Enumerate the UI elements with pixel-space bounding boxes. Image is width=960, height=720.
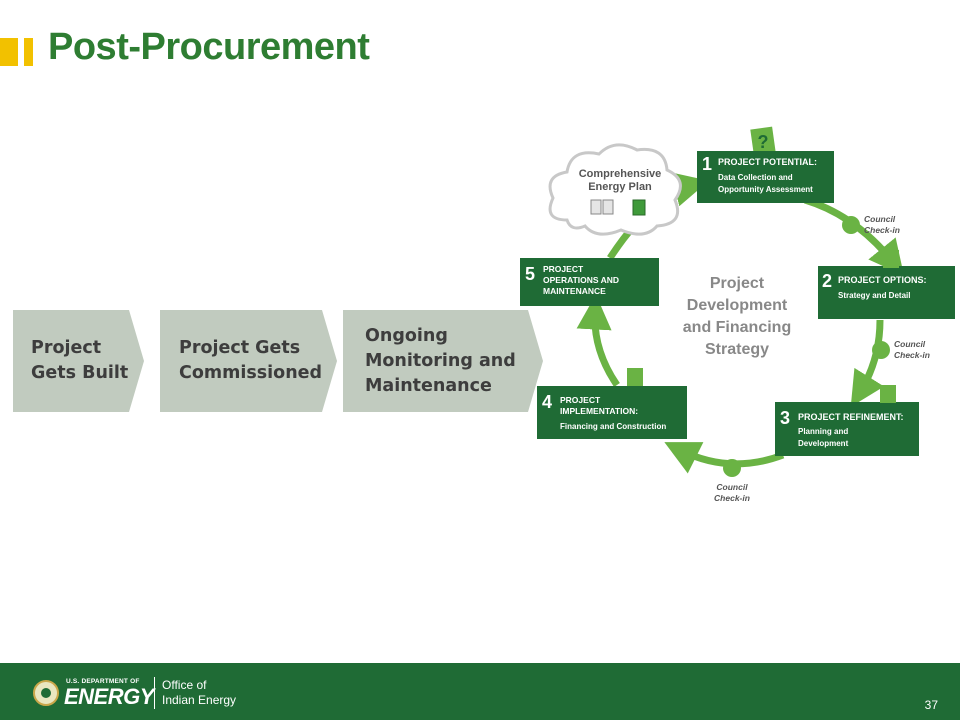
cloud-label-line1: Comprehensive bbox=[579, 168, 662, 180]
arrow-2-to-3 bbox=[850, 319, 885, 407]
council-icon bbox=[842, 216, 860, 234]
svg-text:Project: Project bbox=[710, 275, 765, 292]
svg-text:Data Collection and: Data Collection and bbox=[718, 173, 793, 182]
svg-text:MAINTENANCE: MAINTENANCE bbox=[543, 286, 606, 296]
svg-text:Council: Council bbox=[864, 214, 896, 224]
arrow-4-to-5 bbox=[576, 294, 620, 387]
footer-office-label: Office of Indian Energy bbox=[162, 678, 237, 707]
doe-seal-icon bbox=[33, 680, 59, 706]
document-icon bbox=[883, 250, 899, 268]
footer-divider bbox=[154, 677, 155, 709]
council-icon bbox=[723, 459, 741, 477]
svg-text:PROJECT: PROJECT bbox=[543, 264, 584, 274]
svg-text:3: 3 bbox=[780, 408, 790, 428]
process-step-monitoring: Ongoing Monitoring and Maintenance bbox=[343, 310, 543, 412]
svg-text:2: 2 bbox=[822, 271, 832, 291]
process-step-commissioned: Project Gets Commissioned bbox=[160, 310, 337, 412]
page-title: Post-Procurement bbox=[48, 26, 370, 68]
svg-text:PROJECT: PROJECT bbox=[560, 395, 601, 405]
document-icon bbox=[880, 385, 896, 403]
accent-bar-narrow bbox=[24, 38, 33, 66]
question-mark: ? bbox=[758, 132, 769, 152]
footer-bar: U.S. DEPARTMENT OF ENERGY Office of Indi… bbox=[0, 663, 960, 720]
svg-text:PROJECT REFINEMENT:: PROJECT REFINEMENT: bbox=[798, 412, 904, 422]
svg-text:Financing and Construction: Financing and Construction bbox=[560, 422, 666, 431]
process-step-label: Ongoing Monitoring and Maintenance bbox=[365, 325, 516, 396]
accent-bar-wide bbox=[0, 38, 18, 66]
footer-dept-label: U.S. DEPARTMENT OF bbox=[66, 678, 140, 685]
document-icon bbox=[627, 368, 643, 386]
cycle-step-1: 1 PROJECT POTENTIAL: Data Collection and… bbox=[697, 151, 834, 203]
svg-text:1: 1 bbox=[702, 154, 712, 174]
cloud-label-line2: Energy Plan bbox=[588, 181, 652, 193]
process-step-label: Project Gets Built bbox=[31, 338, 129, 383]
footer-energy-logo: ENERGY bbox=[64, 684, 154, 709]
svg-text:5: 5 bbox=[525, 264, 535, 284]
council-checkin-1: Council Check-in bbox=[842, 214, 900, 235]
svg-text:4: 4 bbox=[542, 392, 552, 412]
council-checkin-2: Council Check-in bbox=[872, 339, 930, 360]
svg-text:OPERATIONS AND: OPERATIONS AND bbox=[543, 275, 619, 285]
cycle-center-label: Project Development and Financing Strate… bbox=[683, 275, 791, 358]
svg-text:Check-in: Check-in bbox=[864, 225, 900, 235]
green-document-icon bbox=[632, 199, 646, 216]
svg-text:Strategy: Strategy bbox=[705, 341, 769, 358]
comprehensive-energy-plan-cloud: Comprehensive Energy Plan bbox=[548, 143, 682, 236]
cycle-step-3: 3 PROJECT REFINEMENT: Planning and Devel… bbox=[775, 385, 919, 456]
process-step-built: Project Gets Built bbox=[13, 310, 144, 412]
svg-text:Opportunity Assessment: Opportunity Assessment bbox=[718, 185, 813, 194]
svg-text:Check-in: Check-in bbox=[894, 350, 930, 360]
project-development-cycle: Comprehensive Energy Plan ? Project Deve… bbox=[520, 126, 955, 503]
cycle-step-5: 5 PROJECT OPERATIONS AND MAINTENANCE bbox=[520, 258, 659, 306]
svg-text:PROJECT POTENTIAL:: PROJECT POTENTIAL: bbox=[718, 157, 817, 167]
svg-text:and Financing: and Financing bbox=[683, 319, 791, 336]
svg-text:Strategy and Detail: Strategy and Detail bbox=[838, 291, 910, 300]
council-checkin-3: Council Check-in bbox=[714, 459, 750, 503]
cycle-step-4: 4 PROJECT IMPLEMENTATION: Financing and … bbox=[537, 368, 687, 439]
svg-text:Development: Development bbox=[687, 297, 788, 314]
document-icon bbox=[602, 199, 614, 215]
page-number: 37 bbox=[924, 698, 938, 712]
svg-text:Council: Council bbox=[894, 339, 926, 349]
svg-text:IMPLEMENTATION:: IMPLEMENTATION: bbox=[560, 406, 638, 416]
svg-text:Development: Development bbox=[798, 439, 849, 448]
question-document-icon: ? bbox=[750, 126, 776, 156]
document-icon bbox=[590, 199, 602, 215]
council-icon bbox=[872, 341, 890, 359]
cycle-step-2: 2 PROJECT OPTIONS: Strategy and Detail bbox=[818, 250, 955, 319]
svg-text:PROJECT OPTIONS:: PROJECT OPTIONS: bbox=[838, 275, 927, 285]
svg-text:Council: Council bbox=[716, 482, 748, 492]
process-step-label: Project Gets Commissioned bbox=[179, 338, 323, 383]
svg-text:Planning and: Planning and bbox=[798, 427, 848, 436]
svg-text:Check-in: Check-in bbox=[714, 493, 750, 503]
